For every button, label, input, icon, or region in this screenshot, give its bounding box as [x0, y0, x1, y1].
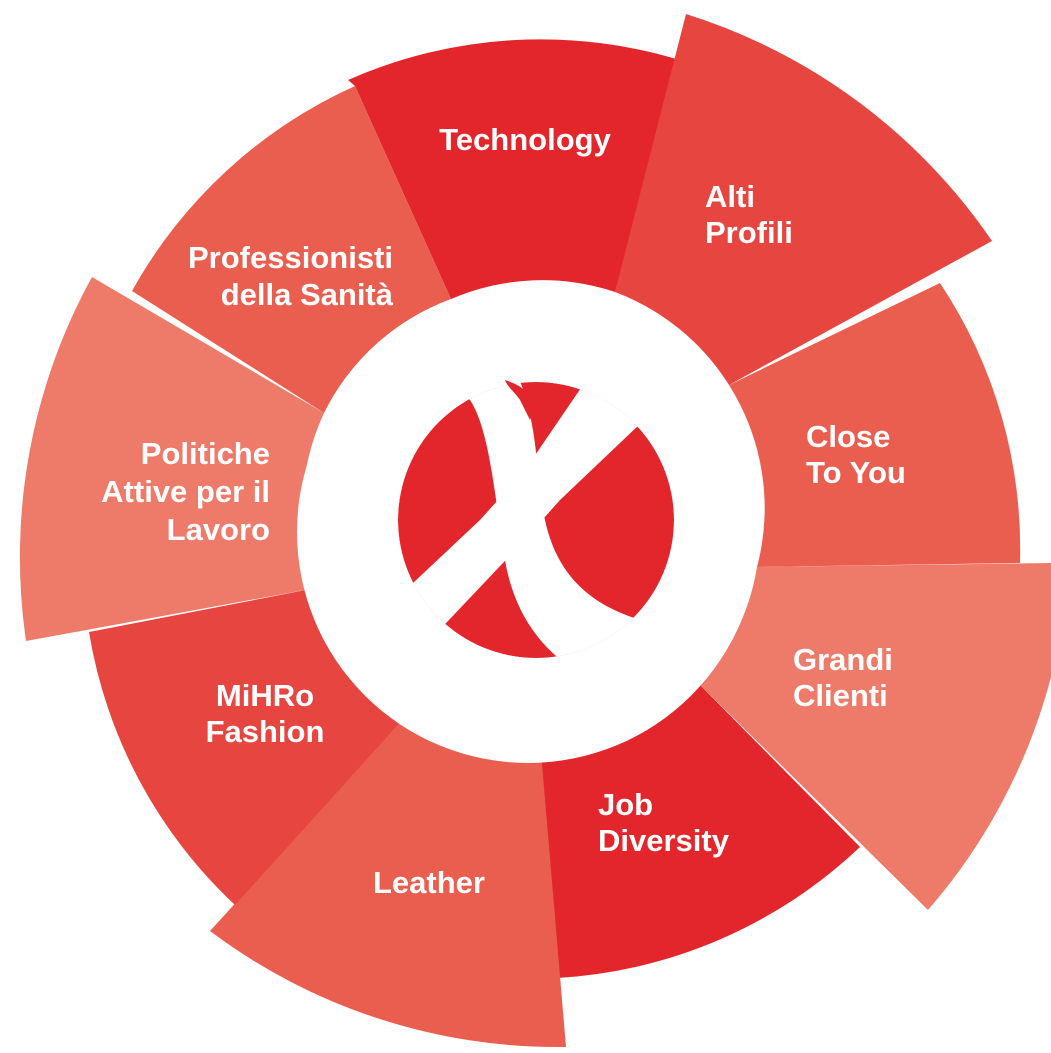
label-line: Close [806, 419, 890, 454]
segment-technology[interactable] [348, 39, 686, 300]
label-line: Clienti [793, 678, 888, 713]
segment-mihro-fashion[interactable] [89, 588, 407, 905]
segment-alti-profili[interactable] [615, 14, 992, 385]
segment-job-diversity[interactable] [541, 685, 860, 978]
segment-politiche-attive[interactable] [19, 277, 325, 641]
label-line: Job [598, 787, 653, 822]
label-technology: Technology [439, 122, 611, 157]
segment-professionisti-sanita[interactable] [132, 86, 451, 413]
segment-close-to-you[interactable] [729, 283, 1021, 567]
label-line: Diversity [598, 823, 730, 858]
label-line: Fashion [206, 714, 325, 749]
label-line: Technology [439, 122, 611, 157]
label-line: Professionisti [188, 240, 393, 275]
label-line: Alti [705, 179, 755, 214]
x-logo-icon [398, 380, 674, 658]
label-line: Lavoro [167, 512, 270, 547]
label-line: To You [806, 455, 906, 490]
segment-grandi-clienti[interactable] [700, 563, 1051, 910]
segment-leather[interactable] [210, 715, 566, 1048]
label-line: Leather [373, 865, 485, 900]
label-line: MiHRo [216, 678, 314, 713]
label-line: Grandi [793, 642, 893, 677]
label-line: Profili [705, 215, 793, 250]
label-line: della Sanità [221, 277, 394, 312]
logo-hook [505, 380, 533, 420]
label-leather: Leather [373, 865, 485, 900]
label-line: Politiche [141, 436, 270, 471]
label-line: Attive per il [101, 474, 270, 509]
